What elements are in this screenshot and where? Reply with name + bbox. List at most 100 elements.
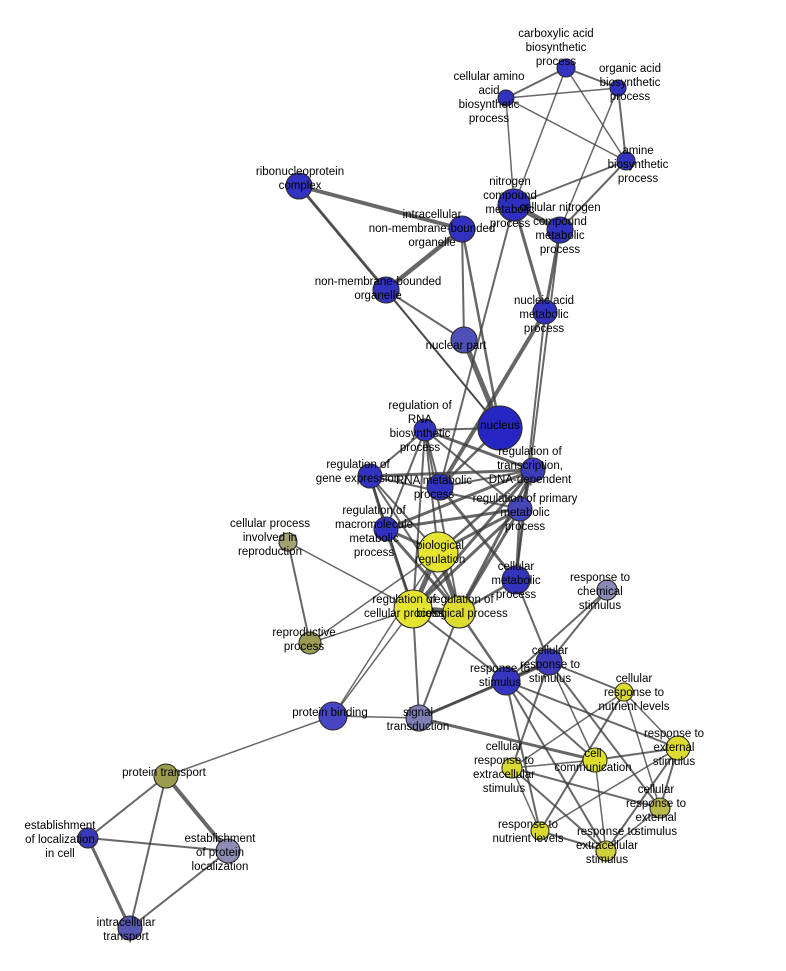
graph-edge [439,469,534,488]
node-cellular-response-to-extracellular-stimulus[interactable] [501,757,523,779]
node-intracellular-transport[interactable] [117,915,143,941]
node-response-to-nutrient-levels[interactable] [530,821,550,841]
node-non-membrane-bounded-organelle[interactable] [372,276,400,304]
node-reproductive-process[interactable] [298,631,322,655]
graph-edge [129,775,167,929]
graph-edge [515,311,546,581]
graph-edge [287,541,311,644]
node-cellular-nitrogen-compound-metabolic-process[interactable] [546,216,574,244]
graph-edge [385,289,501,429]
node-rna-metabolic-process[interactable] [426,473,454,501]
graph-edge [505,589,608,682]
node-cell-communication[interactable] [582,747,608,773]
graph-edge [368,468,535,478]
graph-edge [623,691,661,809]
graph-edge [605,747,679,852]
node-biological-regulation[interactable] [417,531,459,573]
node-nucleus[interactable] [477,405,523,451]
node-cellular-response-to-external-stimulus[interactable] [649,797,671,819]
graph-edge [87,775,167,839]
node-regulation-of-cellular-process[interactable] [393,589,433,629]
node-protein-binding[interactable] [318,701,348,731]
node-cellular-metabolic-process[interactable] [501,565,531,595]
graph-edge [505,680,541,832]
node-regulation-of-biological-process[interactable] [442,595,476,629]
node-amine-biosynthetic-process[interactable] [616,151,636,171]
node-cellular-amino-acid-biosynthetic-process[interactable] [497,89,515,107]
graph-edge [129,850,229,929]
graph-edge [457,507,522,614]
node-protein-transport[interactable] [153,763,179,789]
graph-edge [411,468,535,611]
node-cellular-process-involved-in-reproduction[interactable] [278,532,298,552]
node-intracellular-non-membrane-bounded-organelle[interactable] [448,215,476,243]
node-regulation-of-rna-biosynthetic-process[interactable] [413,418,437,442]
node-regulation-of-gene-expression[interactable] [357,463,383,489]
node-response-to-stimulus[interactable] [491,666,521,696]
node-carboxylic-acid-biosynthetic-process[interactable] [556,58,576,78]
node-response-to-chemical-stimulus[interactable] [596,579,618,601]
graph-edge [511,767,541,832]
graph-edge [539,830,607,852]
node-signal-transduction[interactable] [405,704,433,732]
node-regulation-of-primary-metabolic-process[interactable] [507,496,533,522]
graph-edge [559,160,627,231]
node-cellular-response-to-nutrient-levels[interactable] [614,682,634,702]
graph-edge [436,468,535,554]
graph-edge [332,551,439,717]
node-response-to-extracellular-stimulus[interactable] [595,840,617,862]
graph-edge [539,747,679,832]
node-establishment-of-localization-in-cell[interactable] [77,827,99,849]
node-regulation-of-macromolecule-metabolic-process[interactable] [373,516,399,542]
node-response-to-external-stimulus[interactable] [665,735,691,761]
graph-edge [385,429,426,530]
node-nuclear-part[interactable] [450,326,478,354]
graph-edge [164,774,230,853]
graph-edge [297,184,464,231]
graph-edge [412,608,507,682]
graph-edge [384,527,461,614]
graph-edge [369,475,460,613]
graph-edge [411,507,522,611]
node-nitrogen-compound-metabolic-process[interactable] [497,188,531,222]
node-organic-acid-biosynthetic-process[interactable] [609,79,627,97]
graph-edge [287,541,414,610]
node-establishment-of-protein-localization[interactable] [215,838,241,864]
graph-edge [417,716,597,762]
graph-edge [513,160,627,206]
graph-edge [385,289,465,341]
graph-edge [418,661,550,719]
graph-edge [515,229,561,581]
node-cellular-response-to-stimulus[interactable] [535,648,563,676]
node-regulation-of-transcription-dna-dependent[interactable] [520,457,546,483]
node-nucleic-acid-metabolic-process[interactable] [532,299,558,325]
graph-edge [332,608,414,717]
graph-edge [511,767,607,852]
node-ribonucleoprotein-complex[interactable] [285,172,313,200]
